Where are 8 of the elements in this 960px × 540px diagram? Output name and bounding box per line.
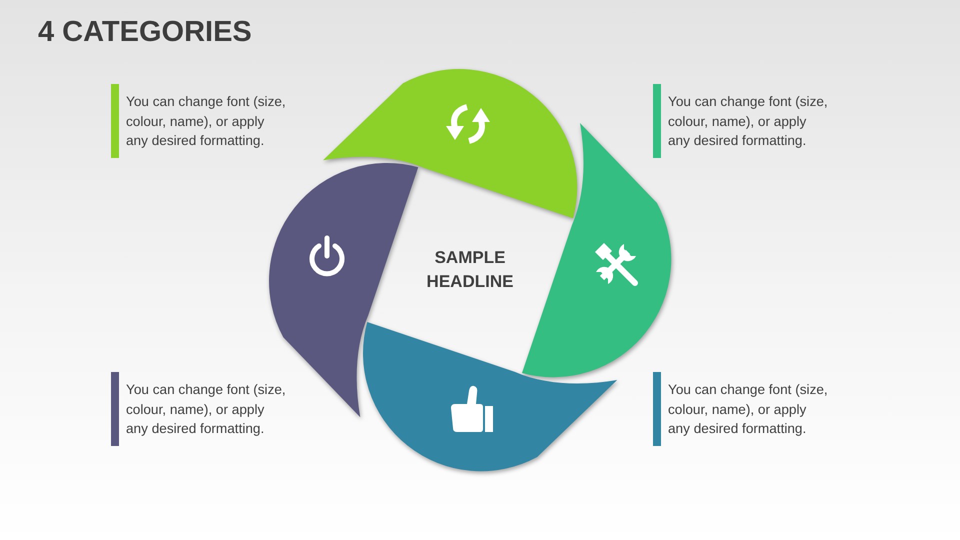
slide-title: 4 CATEGORIES: [38, 16, 252, 49]
description-text: You can change font (size, colour, name), or apply any desired formatting.: [126, 381, 287, 438]
petal-segment: [362, 322, 617, 472]
description-text: You can change font (size, colour, name), or apply any desired formatting.: [668, 93, 829, 150]
petal-segment: [323, 68, 578, 218]
description-text: You can change font (size, colour, name), or apply any desired formatting.: [126, 93, 287, 150]
description-text: You can change font (size, colour, name), or apply any desired formatting.: [668, 381, 829, 438]
center-headline: SAMPLE HEADLINE: [426, 247, 514, 293]
